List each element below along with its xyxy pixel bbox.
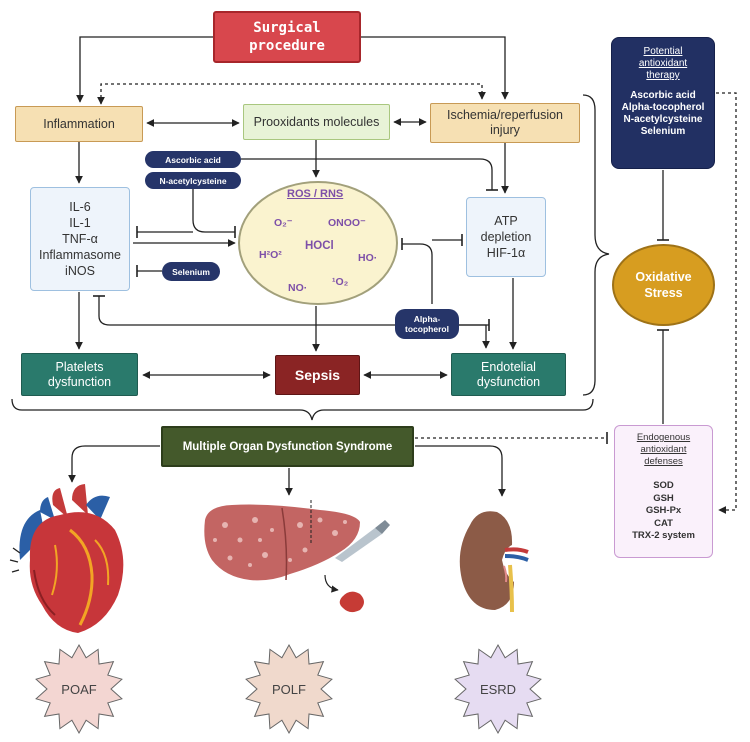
poaf-label: POAF <box>61 682 97 697</box>
cytokines-box: IL-6 IL-1 TNF-α Inflammasome iNOS <box>30 187 130 291</box>
arrow-mods-heart <box>68 445 160 483</box>
ros-peroxynitrite: ONOO⁻ <box>328 217 366 229</box>
n-acetylcysteine-pill: N-acetylcysteine <box>145 172 241 189</box>
prooxidants-box: Prooxidants molecules <box>243 104 390 140</box>
endogenous-item: CAT <box>654 517 673 529</box>
dotted-therapy-endogenous <box>716 92 737 514</box>
endogenous-defenses-box: Endogenous antioxidant defenses SOD GSH … <box>614 425 713 558</box>
sepsis-box: Sepsis <box>275 355 360 395</box>
ros-h2o2: H²O² <box>259 249 282 261</box>
surgical-procedure-box: Surgical procedure <box>213 11 361 63</box>
inhibit-loop-endotelial <box>98 296 490 349</box>
liver-icon <box>204 500 390 613</box>
endogenous-item: GSH-Px <box>645 505 682 516</box>
heart-icon <box>19 484 124 633</box>
arrow-surgical-ischemia <box>361 36 509 100</box>
therapy-item: N-acetylcysteine <box>623 114 703 125</box>
endotelial-dysfunction-box: Endotelial dysfunction <box>451 353 566 396</box>
therapy-item: Selenium <box>640 126 686 137</box>
alpha-tocopherol-pill: Alpha- tocopherol <box>395 309 459 339</box>
mods-box: Multiple Organ Dysfunction Syndrome <box>161 426 414 467</box>
esrd-star <box>454 643 542 735</box>
ros-nitric-oxide: NO· <box>288 282 308 294</box>
inhibit-nac-ros <box>192 189 235 233</box>
endogenous-title: Endogenous antioxidant defenses <box>636 432 691 467</box>
endogenous-item: SOD <box>653 480 674 491</box>
dotted-inflammation-ischemia <box>97 83 486 105</box>
ros-hydroxyl: HO· <box>358 252 378 264</box>
ros-rns-title: ROS / RNS <box>287 188 344 200</box>
brace-right <box>582 94 610 396</box>
ros-singlet-oxygen: ¹O₂ <box>332 276 349 288</box>
ischemia-reperfusion-box: Ischemia/reperfusion injury <box>430 103 580 143</box>
atp-depletion-box: ATP depletion HIF-1α <box>466 197 546 277</box>
polf-star <box>245 643 333 735</box>
endogenous-item: GSH <box>653 492 674 504</box>
therapy-title: Potential antioxidant therapy <box>638 46 688 81</box>
inhibit-ascorbic-atp <box>241 158 493 190</box>
esrd-label: ESRD <box>479 682 517 697</box>
inflammation-box: Inflammation <box>15 106 143 142</box>
polf-label: POLF <box>272 682 306 697</box>
ros-superoxide: O₂⁻ <box>274 217 293 229</box>
antioxidant-therapy-box: Potential antioxidant therapy Ascorbic a… <box>611 37 715 169</box>
arrow-surgical-inflammation <box>76 36 213 103</box>
brace-bottom <box>11 398 594 421</box>
poaf-star <box>35 643 123 735</box>
therapy-item: Ascorbic acid <box>630 90 696 101</box>
ros-hocl: HOCl <box>305 240 334 252</box>
ascorbic-acid-pill: Ascorbic acid <box>145 151 241 168</box>
ros-rns-circle <box>238 181 398 305</box>
therapy-item: Alpha-tocopherol <box>621 102 705 113</box>
platelets-dysfunction-box: Platelets dysfunction <box>21 353 138 396</box>
selenium-pill: Selenium <box>162 262 220 281</box>
endogenous-item: TRX-2 system <box>632 530 695 541</box>
arrow-mods-kidney <box>415 445 506 497</box>
kidney-icon <box>459 511 529 613</box>
oxidative-stress-circle: Oxidative Stress <box>612 244 715 326</box>
